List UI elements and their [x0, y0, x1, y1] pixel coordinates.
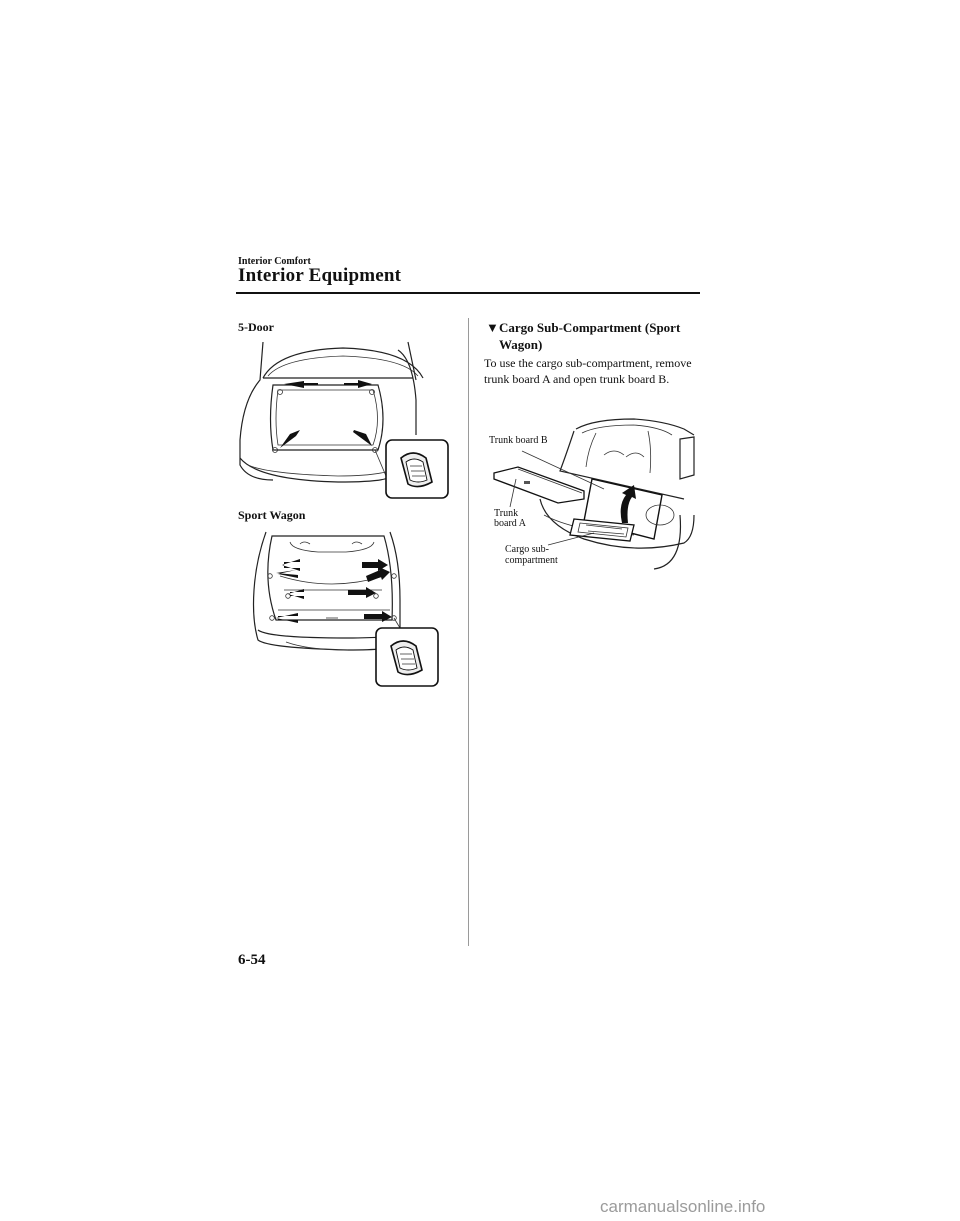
illustration-5-door-trunk	[239, 341, 449, 499]
callout-cargo-sub-line2: compartment	[505, 555, 558, 566]
callout-cargo-sub-line1: Cargo sub-	[505, 544, 549, 555]
label-5-door: 5-Door	[238, 320, 274, 334]
cargo-sub-compartment-heading: ▼ Cargo Sub-Compartment (Sport Wagon)	[486, 319, 706, 353]
illustration-cargo-sub-compartment	[493, 418, 695, 570]
column-divider	[468, 318, 469, 946]
heading-triangle-icon: ▼	[486, 320, 499, 335]
watermark[interactable]: carmanualsonline.info	[600, 1197, 766, 1216]
section-label: Interior Comfort	[238, 256, 311, 267]
callout-trunk-board-a-line2: board A	[494, 518, 526, 529]
page-number: 6-54	[238, 952, 266, 968]
label-sport-wagon: Sport Wagon	[238, 508, 306, 522]
heading-text: Cargo Sub-Compartment (Sport Wagon)	[499, 320, 681, 352]
header-rule	[236, 292, 700, 294]
callout-trunk-board-a-line1: Trunk	[494, 508, 519, 519]
page-title: Interior Equipment	[238, 265, 402, 286]
body-paragraph: To use the cargo sub-compartment, remove…	[484, 356, 692, 386]
callout-trunk-board-b: Trunk board B	[489, 435, 548, 446]
illustration-sport-wagon-cargo	[252, 531, 439, 687]
